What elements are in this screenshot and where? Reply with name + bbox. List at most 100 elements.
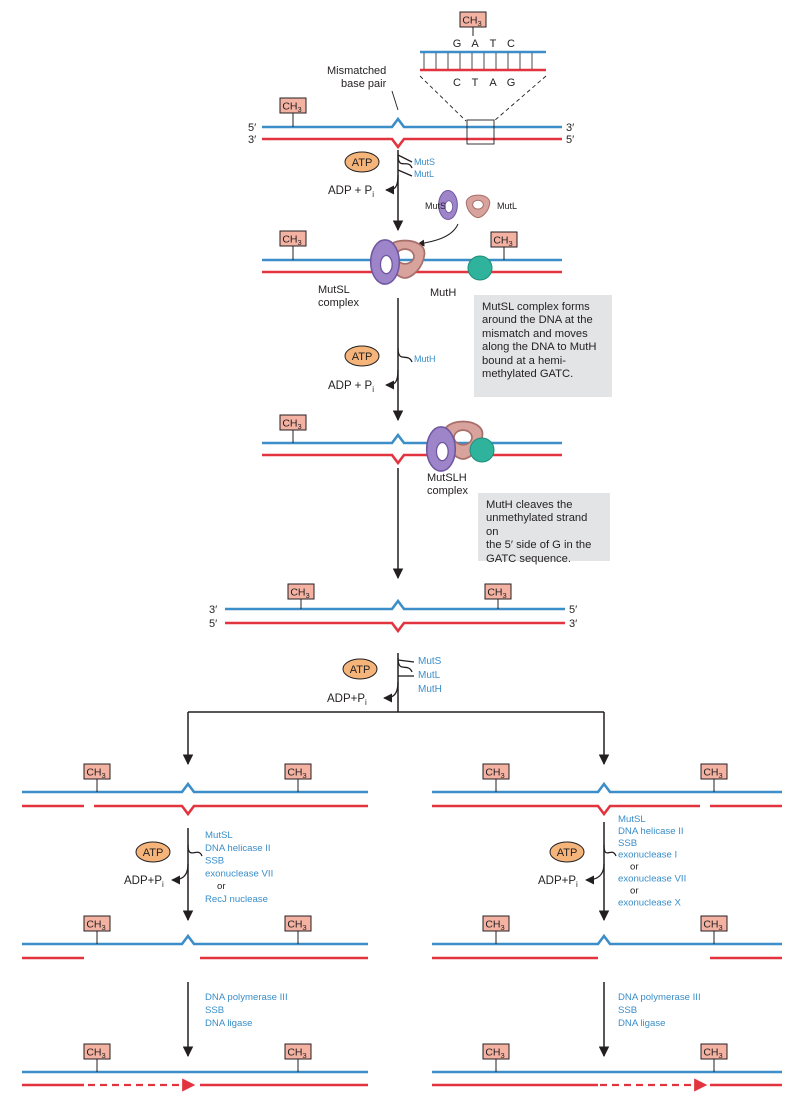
free-mutS xyxy=(438,190,458,220)
step4-atp-label: ATP xyxy=(350,664,371,676)
right-excision-enzymes-1: DNA helicase II xyxy=(618,826,684,837)
step4-atp-oval xyxy=(342,658,378,680)
right-atp-oval xyxy=(549,841,585,863)
dna2-mutH xyxy=(467,255,493,281)
step1-mutL-branch xyxy=(397,169,413,177)
right-a-ch3-1-box xyxy=(482,763,510,780)
left-hook-out xyxy=(171,863,189,885)
free-mutL xyxy=(465,194,491,219)
free-mutS-label: MutS xyxy=(425,201,446,211)
left-excision-enzymes-5: RecJ nuclease xyxy=(205,894,268,905)
dna1-bottom-strand xyxy=(262,137,562,150)
dna1-bottom-right-end: 5′ xyxy=(566,134,574,146)
dna1-top-strand xyxy=(262,116,562,129)
mismatch-pointer xyxy=(391,90,399,111)
left-a-ch3-2-box xyxy=(284,763,312,780)
step4-enzymes-0: MutS xyxy=(418,656,442,667)
left-a-top-strand xyxy=(22,781,368,794)
inset-bottom-base-3: G xyxy=(507,77,516,89)
right-b-ch3-2-box xyxy=(700,915,728,932)
right-excision-enzymes-4: or xyxy=(630,862,639,873)
mutSL-complex-label-1: MutSL xyxy=(318,284,350,296)
step1-adp: ADP + Pi xyxy=(328,185,374,199)
mismatch-label-1: Mismatched xyxy=(327,65,386,77)
right-b-top-strand xyxy=(432,933,782,946)
right-excision-enzymes-6: or xyxy=(630,885,639,896)
dna2-ch3-right-box xyxy=(490,231,518,248)
inset-ch3-label: CH3 xyxy=(462,15,481,29)
step2-hook-out xyxy=(385,369,399,390)
left-hook-in xyxy=(187,844,203,857)
left-a-ch3-1-box xyxy=(83,763,111,780)
left-c-ch3-2-label: CH3 xyxy=(287,1047,306,1061)
dna4-ch3-left-box xyxy=(287,583,315,600)
left-synthesis-enzymes-2: DNA ligase xyxy=(205,1018,252,1029)
right-b-ch3-1-label: CH3 xyxy=(485,919,504,933)
left-atp-label: ATP xyxy=(143,847,164,859)
right-c-ch3-1-label: CH3 xyxy=(485,1047,504,1061)
dna2-mutH-label: MutH xyxy=(430,287,456,299)
left-a-bottom-seg2 xyxy=(94,804,368,817)
step1-mutS-branch xyxy=(397,154,413,163)
right-excision-enzymes-3: exonuclease I xyxy=(618,850,677,861)
right-synthesis-enzymes-0: DNA polymerase III xyxy=(618,992,701,1003)
left-excision-enzymes-2: SSB xyxy=(205,856,224,867)
step1-atp-label: ATP xyxy=(352,157,373,169)
step1-enzymes-0: MutS xyxy=(414,157,435,167)
left-atp-oval xyxy=(135,841,171,863)
dna1-bottom-left-end: 3′ xyxy=(248,134,256,146)
left-adp: ADP+Pi xyxy=(124,875,164,889)
inset-top-base-0: G xyxy=(453,38,462,50)
right-a-ch3-1-label: CH3 xyxy=(485,767,504,781)
note-muth-cleaves: MutH cleaves the unmethylated strand on … xyxy=(478,493,610,565)
dna4-bottom-right-end: 3′ xyxy=(569,618,577,630)
step1-atp-oval xyxy=(344,151,380,173)
mut-proteins-join-arrow xyxy=(417,223,459,247)
inset-bottom-base-2: A xyxy=(489,77,497,89)
mutSL-complex-label-2: complex xyxy=(318,297,359,309)
gatc-site-box xyxy=(466,119,495,145)
left-excision-enzymes-0: MutSL xyxy=(205,830,233,841)
right-c-ch3-1-box xyxy=(482,1043,510,1060)
left-synthesis-enzymes-1: SSB xyxy=(205,1005,224,1016)
dna3-mutS-hole xyxy=(435,441,449,462)
step4-hook-in xyxy=(397,657,413,673)
mutSLH-complex-label-1: MutSLH xyxy=(427,472,467,484)
left-c-ch3-2-box xyxy=(284,1043,312,1060)
free-mutS-hole xyxy=(444,200,454,214)
dna4-ch3-right-label: CH3 xyxy=(487,587,506,601)
inset-bottom-base-1: T xyxy=(472,77,479,89)
dna3-mutS xyxy=(425,426,457,472)
inset-zoom-left xyxy=(419,75,467,122)
inset-bottom-base-0: C xyxy=(453,77,461,89)
right-c-ch3-2-label: CH3 xyxy=(703,1047,722,1061)
dna2-ch3-left-box xyxy=(279,230,307,247)
left-a-ch3-2-label: CH3 xyxy=(287,767,306,781)
right-a-ch3-2-label: CH3 xyxy=(703,767,722,781)
left-synthesis-enzymes-0: DNA polymerase III xyxy=(205,992,288,1003)
dna4-top-strand xyxy=(225,598,565,611)
right-a-ch3-2-box xyxy=(700,763,728,780)
left-b-ch3-1-label: CH3 xyxy=(86,919,105,933)
note-mutsl-complex: MutSL complex forms around the DNA at th… xyxy=(474,295,612,397)
dna2-mutS-hole xyxy=(379,254,393,275)
dna1-ch3-box xyxy=(279,97,307,114)
left-b-top-strand xyxy=(22,933,368,946)
right-excision-enzymes-0: MutSL xyxy=(618,814,646,825)
dna4-top-right-end: 5′ xyxy=(569,604,577,616)
left-c-ch3-1-label: CH3 xyxy=(86,1047,105,1061)
step4-adp: ADP+Pi xyxy=(327,693,367,707)
left-excision-enzymes-4: or xyxy=(217,881,226,892)
inset-top-base-1: A xyxy=(471,38,479,50)
right-hook-out xyxy=(585,863,605,885)
dna3-top-strand xyxy=(262,432,562,445)
step2-adp: ADP + Pi xyxy=(328,380,374,394)
dna4-ch3-left-label: CH3 xyxy=(290,587,309,601)
right-a-top-strand xyxy=(432,781,782,794)
step2-atp-label: ATP xyxy=(352,351,373,363)
dna1-ch3-label: CH3 xyxy=(282,101,301,115)
right-excision-enzymes-5: exonuclease VII xyxy=(618,874,686,885)
dna3-ch3-box xyxy=(279,414,307,431)
dna4-bottom-strand xyxy=(225,621,565,634)
